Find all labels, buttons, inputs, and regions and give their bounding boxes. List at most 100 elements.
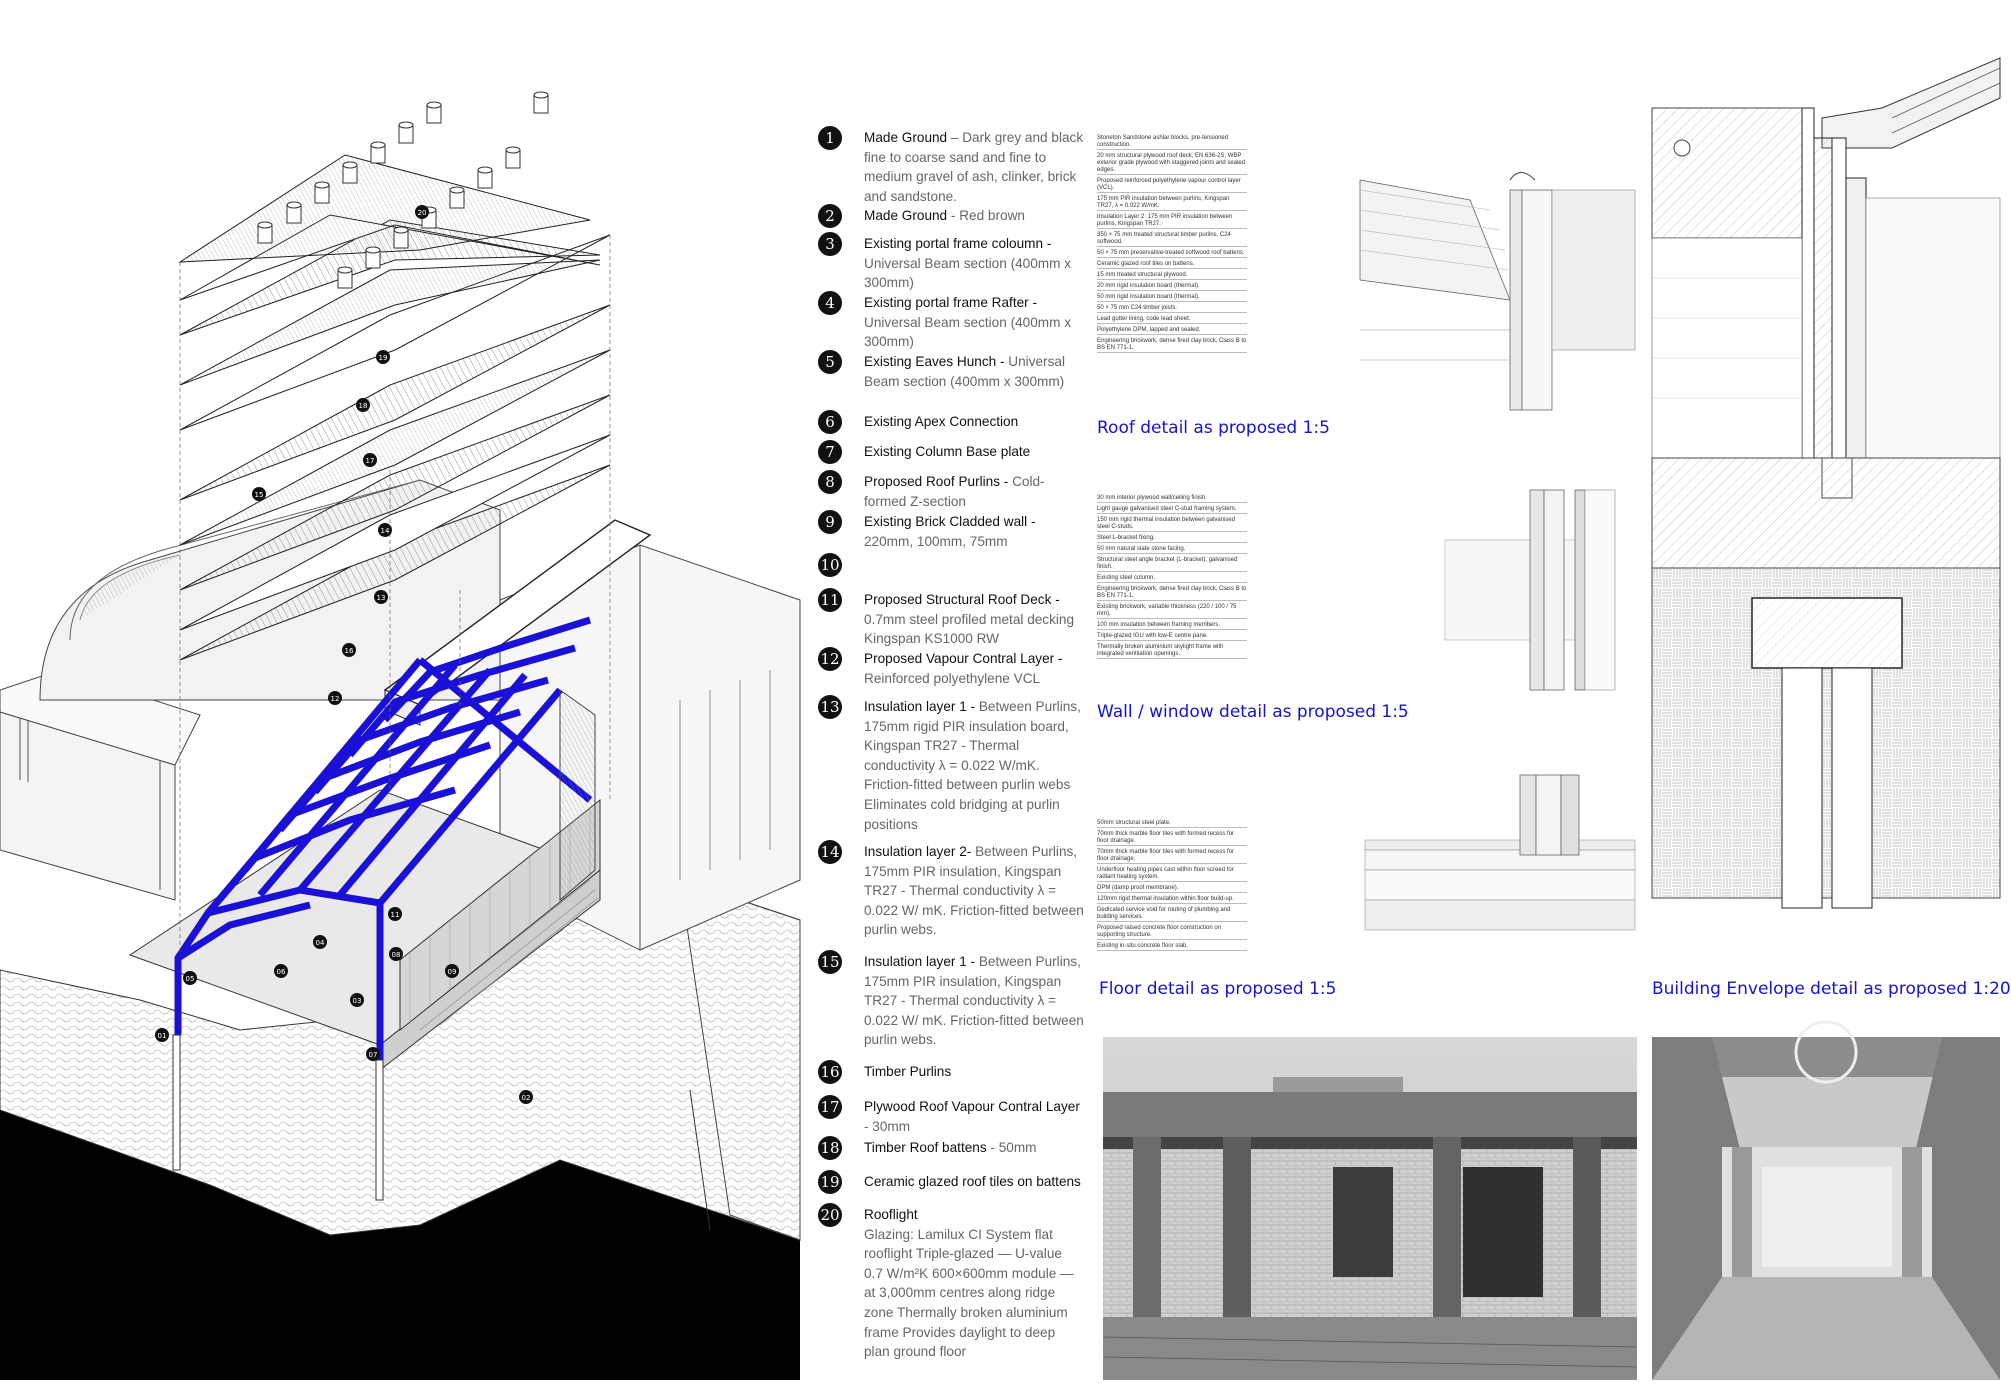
svg-text:14: 14 xyxy=(381,527,390,535)
legend-desc: 220mm, 100mm, 75mm xyxy=(864,533,1008,549)
legend-title: Timber Purlins xyxy=(864,1064,952,1079)
legend-title: Insulation layer 2- xyxy=(864,844,972,859)
envelope-detail xyxy=(1651,57,2001,1008)
legend-desc: Universal Beam section (400mm x 300mm) xyxy=(864,255,1071,291)
legend-number: 12 xyxy=(818,647,842,671)
exploded-axonometric: 20 19 18 17 15 14 13 16 12 11 04 08 09 0… xyxy=(0,0,801,1380)
legend-number: 8 xyxy=(818,470,842,494)
legend-number: 13 xyxy=(818,695,842,719)
axo-label-04: 04 xyxy=(313,935,327,949)
legend-number: 15 xyxy=(818,950,842,974)
legend-number: 10 xyxy=(818,553,842,577)
legend-desc: Between Purlins, 175mm rigid PIR insulat… xyxy=(864,699,1081,832)
wall-detail: 30 mm interior plywood wall/ceiling fini… xyxy=(1095,489,1635,691)
legend-title: Made Ground xyxy=(864,130,948,145)
axo-label-08: 08 xyxy=(389,947,403,961)
legend-number: 2 xyxy=(818,204,842,228)
svg-text:01: 01 xyxy=(158,1032,167,1040)
wall-detail-notes: 30 mm interior plywood wall/ceiling fini… xyxy=(1097,495,1247,659)
axo-label-09: 09 xyxy=(445,964,459,978)
legend-desc: Cold-formed Z-section xyxy=(864,474,1045,509)
legend-number: 4 xyxy=(818,291,842,315)
legend-number: 17 xyxy=(818,1095,842,1119)
legend-desc: Universal Beam section (400mm x 300mm) xyxy=(864,354,1065,389)
legend-desc: - 50mm xyxy=(986,1140,1037,1155)
svg-text:05: 05 xyxy=(186,975,195,983)
legend-title: Insulation layer 1 - xyxy=(864,954,976,969)
axo-label-17: 17 xyxy=(363,453,377,467)
interior-render-image xyxy=(1652,1020,2000,1380)
svg-text:08: 08 xyxy=(392,951,401,959)
interior-render-graphic xyxy=(1652,1020,2000,1380)
wall-detail-caption: Wall / window detail as proposed 1:5 xyxy=(1097,702,1409,722)
roof-detail-notes: Stoneton Sandstone ashlar blocks, pre-te… xyxy=(1097,135,1247,353)
wall-section-drawing xyxy=(1444,489,1616,691)
legend-desc: Between Purlins, 175mm PIR insulation, K… xyxy=(864,844,1084,938)
legend-desc: Between Purlins, 175mm PIR insulation, K… xyxy=(864,954,1084,1048)
floor-detail-caption: Floor detail as proposed 1:5 xyxy=(1099,979,1337,999)
axo-label-14: 14 xyxy=(378,523,392,537)
legend-desc: – Dark grey and black fine to coarse san… xyxy=(864,130,1084,204)
axo-label-20: 20 xyxy=(415,205,429,219)
legend-title: Proposed Vapour Contral Layer - xyxy=(864,651,1063,666)
legend-title: Existing Apex Connection xyxy=(864,414,1019,429)
legend-desc: Universal Beam section (400mm x 300mm) xyxy=(864,314,1071,350)
legend-number: 6 xyxy=(818,410,842,434)
svg-text:20: 20 xyxy=(418,209,427,217)
legend-number: 5 xyxy=(818,350,842,374)
legend-title: Ceramic glazed roof tiles on battens xyxy=(864,1174,1081,1189)
svg-text:12: 12 xyxy=(331,695,340,703)
legend-title: Existing Column Base plate xyxy=(864,444,1031,459)
axo-label-05: 05 xyxy=(183,971,197,985)
axo-label-12: 12 xyxy=(328,691,342,705)
svg-text:02: 02 xyxy=(522,1094,531,1102)
axo-label-19: 19 xyxy=(376,350,390,364)
legend-desc: 0.7mm steel profiled metal decking Kings… xyxy=(864,611,1075,647)
svg-text:18: 18 xyxy=(359,402,368,410)
axo-label-03: 03 xyxy=(350,993,364,1007)
svg-text:09: 09 xyxy=(448,968,457,976)
axo-label-13: 13 xyxy=(374,590,388,604)
exterior-render-image xyxy=(1102,1037,1638,1380)
axo-label-18: 18 xyxy=(356,398,370,412)
legend-title: Existing portal frame coloumn - xyxy=(864,236,1052,251)
axo-label-16: 16 xyxy=(342,643,356,657)
legend-desc: Glazing: Lamilux CI System flat roofligh… xyxy=(864,1226,1074,1360)
legend-title: Insulation layer 1 - xyxy=(864,699,976,714)
floor-detail: 50mm structural steel plate.70mm thick m… xyxy=(1095,774,1636,970)
exterior-render-graphic xyxy=(1102,1037,1638,1380)
svg-text:15: 15 xyxy=(255,491,264,499)
axo-label-07: 07 xyxy=(366,1047,380,1061)
legend-number: 3 xyxy=(818,232,842,256)
svg-text:13: 13 xyxy=(377,594,386,602)
legend-title: Proposed Structural Roof Deck - xyxy=(864,592,1060,607)
axo-label-01: 01 xyxy=(155,1028,169,1042)
svg-text:16: 16 xyxy=(345,647,354,655)
svg-text:11: 11 xyxy=(391,911,400,919)
roof-detail: Stoneton Sandstone ashlar blocks, pre-te… xyxy=(1095,130,1636,411)
legend-title: Rooflight xyxy=(864,1207,918,1222)
legend-title: Existing Brick Cladded wall - xyxy=(864,514,1036,529)
svg-text:17: 17 xyxy=(366,457,375,465)
legend-number: 18 xyxy=(818,1136,842,1160)
legend-desc: Reinforced polyethylene VCL xyxy=(864,670,1041,686)
legend-number: 14 xyxy=(818,840,842,864)
legend-desc: - 30mm xyxy=(864,1118,911,1134)
legend-title: Proposed Roof Purlins - xyxy=(864,474,1009,489)
svg-text:07: 07 xyxy=(369,1051,378,1059)
legend-number: 7 xyxy=(818,440,842,464)
svg-text:19: 19 xyxy=(379,354,388,362)
axo-label-11: 11 xyxy=(388,907,402,921)
legend-number: 19 xyxy=(818,1170,842,1194)
legend-title: Existing Eaves Hunch - xyxy=(864,354,1005,369)
legend-number: 1 xyxy=(818,126,842,150)
svg-text:04: 04 xyxy=(316,939,325,947)
axo-label-15: 15 xyxy=(252,487,266,501)
floor-detail-notes: 50mm structural steel plate.70mm thick m… xyxy=(1097,820,1247,954)
svg-text:06: 06 xyxy=(277,968,286,976)
envelope-detail-caption: Building Envelope detail as proposed 1:2… xyxy=(1652,979,2011,999)
roof-detail-caption-text: Roof detail as proposed 1:5 xyxy=(1097,418,1330,438)
axo-label-06: 06 xyxy=(274,964,288,978)
legend-title: Timber Roof battens xyxy=(864,1140,987,1155)
legend-number: 11 xyxy=(818,588,842,612)
